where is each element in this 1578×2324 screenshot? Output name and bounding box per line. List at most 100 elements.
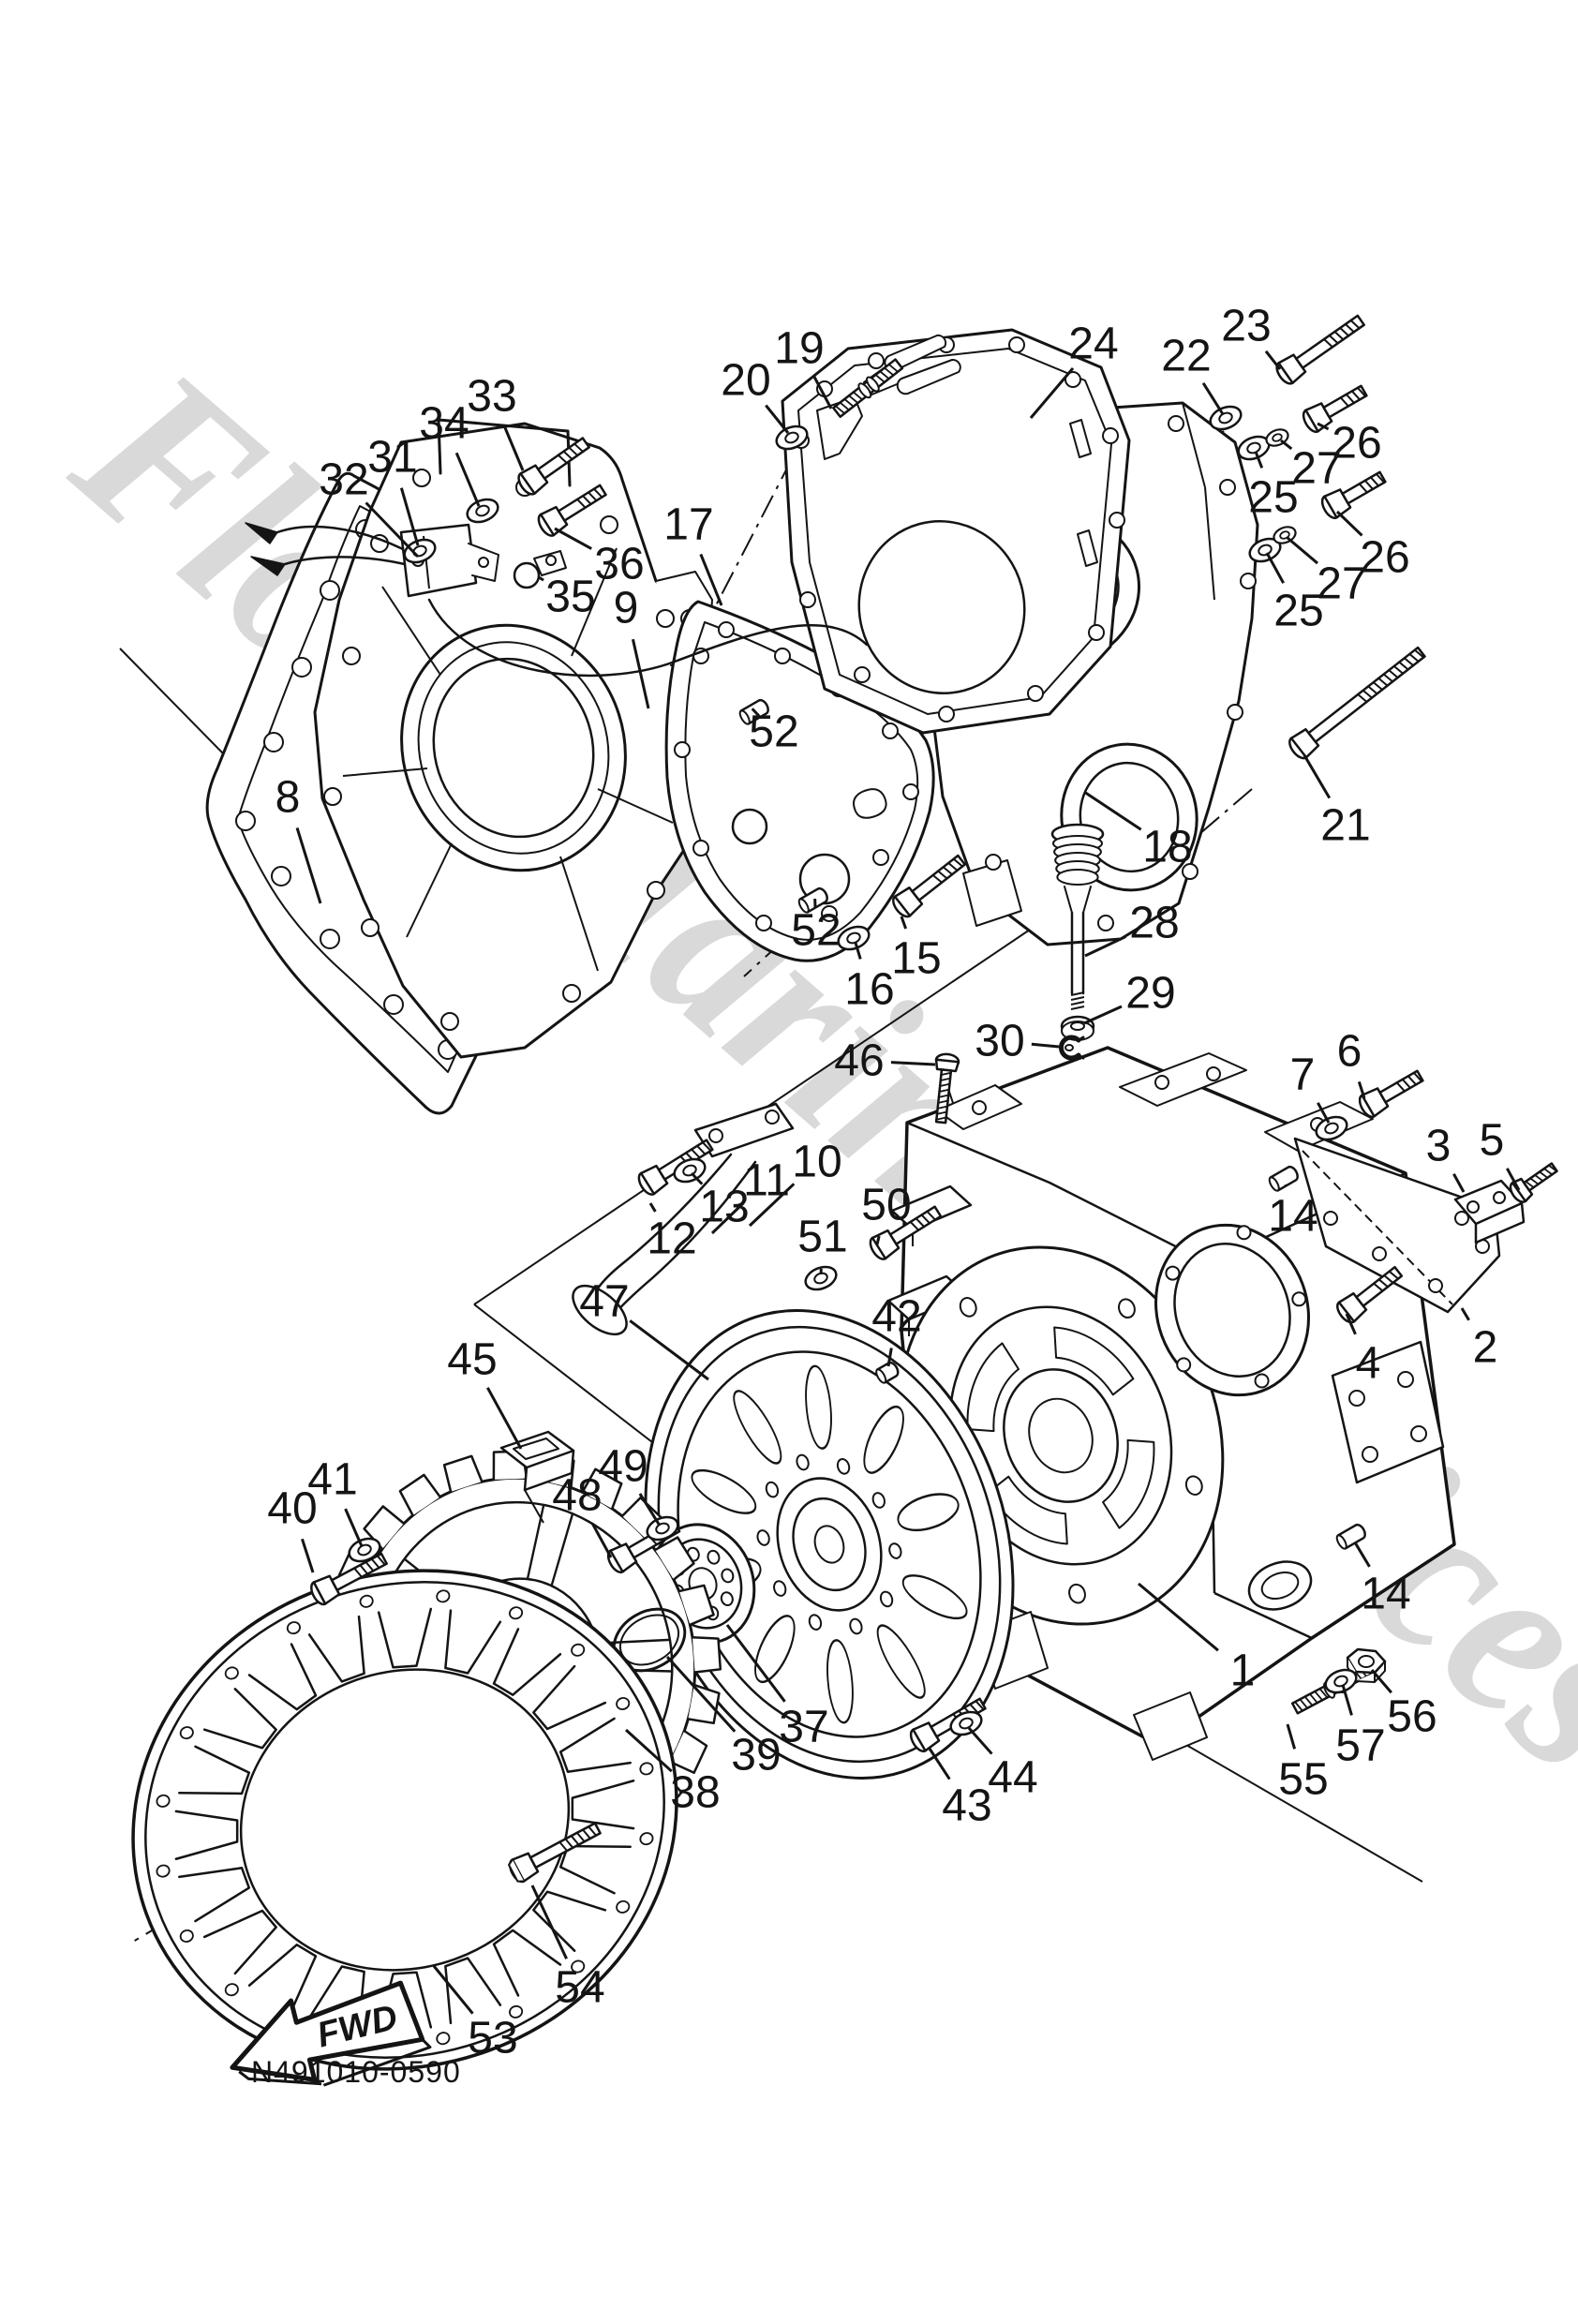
bolt-glyph [517, 433, 593, 496]
callout-31: 31 [367, 433, 420, 546]
callout-3: 3 [1426, 1122, 1466, 1193]
callout-38: 38 [624, 1728, 721, 1818]
callout-number: 26 [1360, 533, 1409, 583]
callout-21: 21 [1303, 754, 1371, 851]
callout-2: 2 [1460, 1307, 1498, 1373]
callout-number: 48 [552, 1471, 602, 1521]
callout-number: 41 [307, 1455, 357, 1505]
callout-number: 54 [555, 1963, 604, 2013]
callout-8: 8 [275, 773, 322, 904]
callout-number: 10 [792, 1138, 841, 1187]
callout-1: 1 [1138, 1582, 1256, 1696]
capbolt-glyph [507, 1817, 603, 1884]
drawing-code: N491010-0590 [251, 2055, 461, 2089]
washer-glyph [646, 1515, 679, 1542]
callout-number: 27 [1291, 444, 1341, 494]
callout-33: 33 [467, 372, 525, 471]
washer-glyph [804, 1265, 838, 1291]
callout-number: 36 [594, 540, 644, 589]
callout-19: 19 [774, 324, 833, 410]
callout-number: 3 [1426, 1122, 1451, 1171]
callout-number: 29 [1125, 969, 1175, 1019]
callout-26: 26 [1335, 510, 1410, 583]
callout-number: 27 [1317, 559, 1366, 609]
callout-number: 18 [1142, 823, 1192, 872]
callout-number: 20 [721, 356, 770, 406]
callout-number: 45 [447, 1335, 497, 1385]
callout-number: 23 [1221, 302, 1271, 351]
callout-number: 12 [647, 1214, 696, 1264]
callout-number: 19 [774, 324, 824, 374]
callout-number: 49 [598, 1442, 648, 1492]
pin-glyph [1268, 1165, 1300, 1192]
callout-32: 32 [319, 455, 420, 559]
callout-number: 31 [367, 433, 417, 483]
callout-15: 15 [891, 916, 942, 984]
callout-number: 37 [779, 1703, 828, 1752]
part-outlines [63, 330, 1524, 2145]
callout-number: 16 [844, 965, 894, 1015]
stud-glyph [831, 357, 903, 419]
callout-number: 56 [1387, 1692, 1437, 1742]
callout-26: 26 [1317, 419, 1382, 469]
callout-41: 41 [307, 1455, 364, 1547]
callout-number: 25 [1248, 473, 1298, 523]
callout-number: 39 [731, 1731, 781, 1780]
callout-49: 49 [598, 1442, 662, 1527]
callout-number: 55 [1278, 1755, 1328, 1805]
callout-number: 40 [267, 1484, 317, 1534]
washer-glyph [1209, 405, 1243, 431]
callout-39: 39 [665, 1655, 782, 1780]
callout-number: 2 [1473, 1323, 1498, 1373]
callout-27: 27 [1280, 439, 1342, 494]
callout-number: 1 [1230, 1646, 1256, 1696]
callout-5: 5 [1480, 1116, 1521, 1191]
callout-36: 36 [554, 527, 645, 589]
callout-number: 35 [545, 573, 595, 622]
washer-glyph [949, 1710, 983, 1736]
bolt-glyph [310, 1548, 390, 1606]
callout-6: 6 [1337, 1027, 1366, 1099]
callout-30: 30 [975, 1017, 1060, 1066]
callout-number: 25 [1273, 587, 1323, 636]
callout-40: 40 [267, 1484, 318, 1573]
bolt-glyph [1336, 1262, 1406, 1324]
callout-number: 47 [579, 1277, 629, 1327]
callout-29: 29 [1083, 969, 1176, 1025]
callout-number: 32 [319, 455, 368, 505]
callout-14: 14 [1268, 1184, 1318, 1242]
callout-number: 11 [743, 1156, 790, 1206]
callout-46: 46 [834, 1036, 936, 1086]
fwd-arrow-shadow-edge [238, 2038, 432, 2087]
callout-number: 6 [1337, 1027, 1362, 1077]
callout-22: 22 [1161, 332, 1225, 415]
callout-number: 7 [1290, 1050, 1316, 1100]
callout-24: 24 [1029, 320, 1119, 419]
callout-13: 13 [690, 1171, 750, 1232]
callout-number: 15 [891, 934, 941, 984]
callout-number: 26 [1332, 419, 1381, 469]
callout-number: 53 [468, 2014, 517, 2063]
callout-12: 12 [647, 1202, 697, 1264]
callout-25: 25 [1248, 451, 1299, 523]
callout-23: 23 [1221, 302, 1282, 370]
callout-number: 4 [1356, 1339, 1381, 1389]
callout-number: 46 [834, 1036, 884, 1086]
callout-number: 5 [1480, 1116, 1505, 1166]
callout-28: 28 [1084, 899, 1180, 958]
callout-number: 22 [1161, 332, 1211, 381]
callout-number: 52 [791, 906, 841, 956]
bolt-glyph [892, 851, 969, 918]
callout-34: 34 [419, 399, 481, 507]
callout-51: 51 [797, 1213, 848, 1275]
bolt-glyph [1320, 467, 1388, 520]
callout-17: 17 [663, 500, 723, 606]
callout-16: 16 [844, 942, 895, 1015]
washer-glyph [1315, 1115, 1348, 1141]
callout-number: 28 [1129, 899, 1179, 948]
pin-glyph [1335, 1523, 1367, 1550]
callout-number: 38 [670, 1768, 720, 1818]
callout-52: 52 [749, 708, 798, 757]
